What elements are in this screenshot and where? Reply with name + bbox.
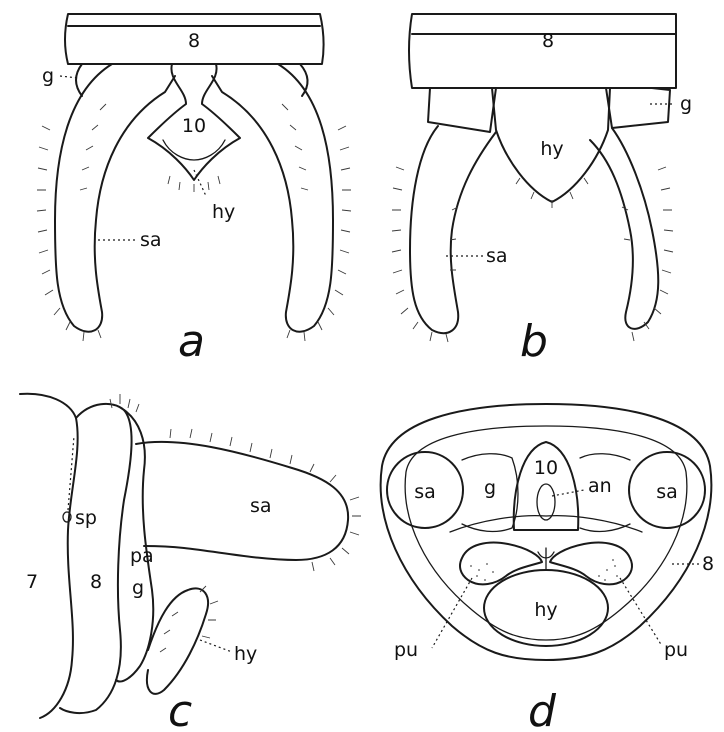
panel-a-seg10-outline <box>163 140 225 160</box>
panel-d-label-pu-left: pu <box>394 639 418 661</box>
panel-d-caption: d <box>528 686 557 732</box>
panel-a-hairs <box>37 104 351 341</box>
panel-b-g-right <box>606 88 670 128</box>
panel-d-an-leader <box>552 490 584 496</box>
panel-d-pu-left <box>460 543 542 585</box>
panel-a-g-left <box>76 64 82 96</box>
panel-c-caption: c <box>168 686 192 732</box>
panel-b-label-8: 8 <box>542 30 554 52</box>
panel-c-segment-7 <box>20 394 78 718</box>
panel-b-label-g: g <box>680 93 692 115</box>
panel-c-label-hy: hy <box>234 643 257 665</box>
panel-d-label-10: 10 <box>534 457 558 479</box>
panel-a-label-g: g <box>42 65 54 87</box>
panel-b: 8 g hy sa b <box>392 14 692 367</box>
panel-c-label-8: 8 <box>90 571 102 593</box>
panel-a-label-10: 10 <box>182 115 206 137</box>
panel-b-sa-left <box>410 126 496 333</box>
panel-d-label-an: an <box>588 475 612 497</box>
panel-a-caption: a <box>178 316 205 367</box>
panel-c-label-pa: pa <box>130 545 154 567</box>
panel-a-label-hy: hy <box>212 201 235 223</box>
panel-d-anus <box>537 484 555 520</box>
panel-d-label-sa-left: sa <box>414 481 436 503</box>
panel-c-label-sp: sp <box>75 507 97 529</box>
panel-a-label-sa: sa <box>140 229 162 251</box>
panel-a-hy-leader <box>194 170 206 196</box>
panel-a-label-8: 8 <box>188 30 200 52</box>
panel-d-label-sa-right: sa <box>656 481 678 503</box>
panel-c-label-7: 7 <box>26 571 38 593</box>
panel-a-sa-left <box>55 64 175 332</box>
panel-c-hy-leader <box>200 640 232 652</box>
panel-d-label-hy: hy <box>534 599 557 621</box>
panel-a: 8 g 10 hy sa a <box>37 14 351 367</box>
panel-b-label-sa: sa <box>486 245 508 267</box>
panel-d: sa g 10 an sa 8 pu pu hy d <box>381 404 714 732</box>
panel-d-label-g: g <box>484 477 496 499</box>
panel-c: 7 8 sp pa g sa hy c <box>20 394 361 732</box>
panel-c-label-sa: sa <box>250 495 272 517</box>
panel-d-label-pu-right: pu <box>664 639 688 661</box>
panel-c-label-g: g <box>132 577 144 599</box>
panel-c-hy <box>147 588 208 693</box>
panel-a-sa-right <box>212 64 333 332</box>
panel-b-caption: b <box>520 316 548 367</box>
panel-d-segment-10 <box>514 442 578 530</box>
panel-b-sa-right <box>590 128 658 329</box>
panel-b-label-hy: hy <box>540 138 563 160</box>
panel-c-sa <box>136 442 348 560</box>
panel-d-pu-right <box>550 543 632 585</box>
panel-d-label-8: 8 <box>702 553 714 575</box>
panel-c-hairs <box>110 394 361 652</box>
